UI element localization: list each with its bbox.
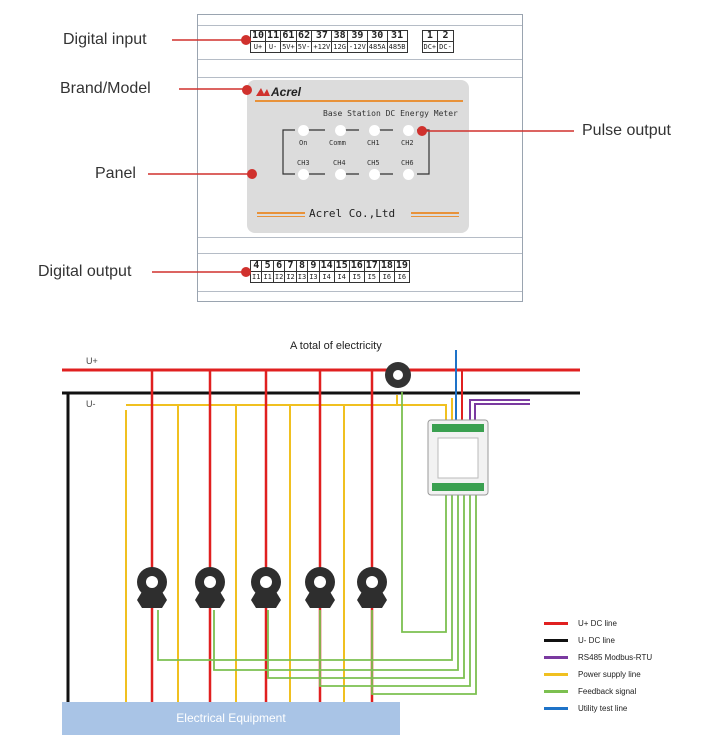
terminal-label: 5V+ (280, 41, 297, 53)
legend-label: U- DC line (578, 635, 615, 645)
legend-swatch (544, 655, 568, 659)
digital-output-callout: Digital output (38, 263, 132, 280)
legend-swatch (544, 689, 568, 693)
legend-item: U+ DC line (544, 616, 617, 630)
company-name: Acrel Co.,Ltd (309, 207, 396, 220)
divider (198, 77, 522, 78)
acrel-logo-icon (256, 88, 270, 96)
terminal-number: 11 (265, 30, 282, 42)
output-terminal-block: 4 5 6 7 8 9 14 15 16 17 18 19 I1 I1 I2 I… (249, 260, 410, 283)
led-on-indicator (298, 125, 309, 136)
total-electricity-label: A total of electricity (290, 340, 382, 352)
digital-input-callout: Digital input (63, 31, 147, 48)
electrical-equipment-block: Electrical Equipment (62, 702, 400, 735)
model-name: Base Station DC Energy Meter (323, 109, 458, 118)
led-label: On (299, 139, 308, 147)
current-transformer-icon (195, 567, 225, 608)
company-rule (257, 212, 305, 214)
electrical-equipment-label: Electrical Equipment (176, 711, 286, 725)
legend-label: Feedback signal (578, 686, 637, 696)
uminus-label: U- (86, 399, 96, 409)
led-label: CH2 (401, 139, 414, 147)
current-transformer-main-icon (385, 362, 411, 388)
terminal-label: I3 (307, 271, 320, 283)
legend-label: U+ DC line (578, 618, 617, 628)
terminal-label: DC- (437, 41, 454, 53)
led-label: CH3 (297, 159, 310, 167)
led-label: CH6 (401, 159, 414, 167)
legend-label: Power supply line (578, 669, 641, 679)
legend-item: Power supply line (544, 667, 641, 681)
led-label: Comm (329, 139, 346, 147)
pulse-output-callout: Pulse output (582, 122, 671, 139)
company-rule (411, 212, 459, 214)
legend-item: Feedback signal (544, 684, 636, 698)
terminal-label: 485B (386, 41, 408, 53)
wiring-diagram (62, 350, 580, 704)
led-label: CH5 (367, 159, 380, 167)
divider (198, 253, 522, 254)
legend-item: RS485 Modbus-RTU (544, 650, 652, 664)
divider (198, 25, 522, 26)
brand-name: Acrel (271, 85, 302, 99)
uplus-label: U+ (86, 356, 98, 366)
legend-item: U- DC line (544, 633, 615, 647)
terminal-number: 2 (437, 30, 454, 42)
legend-swatch (544, 638, 568, 642)
led-label: CH4 (333, 159, 346, 167)
led-ch2-indicator (403, 125, 414, 136)
divider (198, 237, 522, 238)
front-panel: Acrel Base Station DC Energy Meter On Co… (247, 80, 469, 233)
input-terminal-block: 10 11 61 62 37 38 39 30 31 1 2 U+ U- 5V+… (249, 30, 454, 53)
current-transformer-icon (305, 567, 335, 608)
divider (198, 291, 522, 292)
panel-callout: Panel (95, 165, 136, 182)
led-ch4-indicator (335, 169, 346, 180)
led-ch1-indicator (369, 125, 380, 136)
current-transformer-icon (357, 567, 387, 608)
led-label: CH1 (367, 139, 380, 147)
terminal-label: I1 (261, 271, 274, 283)
current-transformer-icon (137, 567, 167, 608)
terminal-label: -12V (346, 41, 368, 53)
current-transformer-icon (251, 567, 281, 608)
brand-model-callout: Brand/Model (60, 80, 151, 97)
terminal-label: I6 (393, 271, 410, 283)
company-rule (411, 216, 459, 217)
led-ch5-indicator (369, 169, 380, 180)
legend-swatch (544, 706, 568, 710)
legend-swatch (544, 672, 568, 676)
legend-item: Utility test line (544, 701, 627, 715)
terminal-label: +12V (311, 41, 333, 53)
brand-underline (255, 100, 463, 102)
legend-swatch (544, 621, 568, 625)
terminal-label: U- (265, 41, 282, 53)
legend-label: RS485 Modbus-RTU (578, 652, 653, 662)
company-rule (257, 216, 305, 217)
led-comm-indicator (335, 125, 346, 136)
led-ch3-indicator (298, 169, 309, 180)
divider (198, 59, 522, 60)
led-ch6-indicator (403, 169, 414, 180)
legend-label: Utility test line (578, 703, 628, 713)
callout-leaders (148, 35, 574, 277)
